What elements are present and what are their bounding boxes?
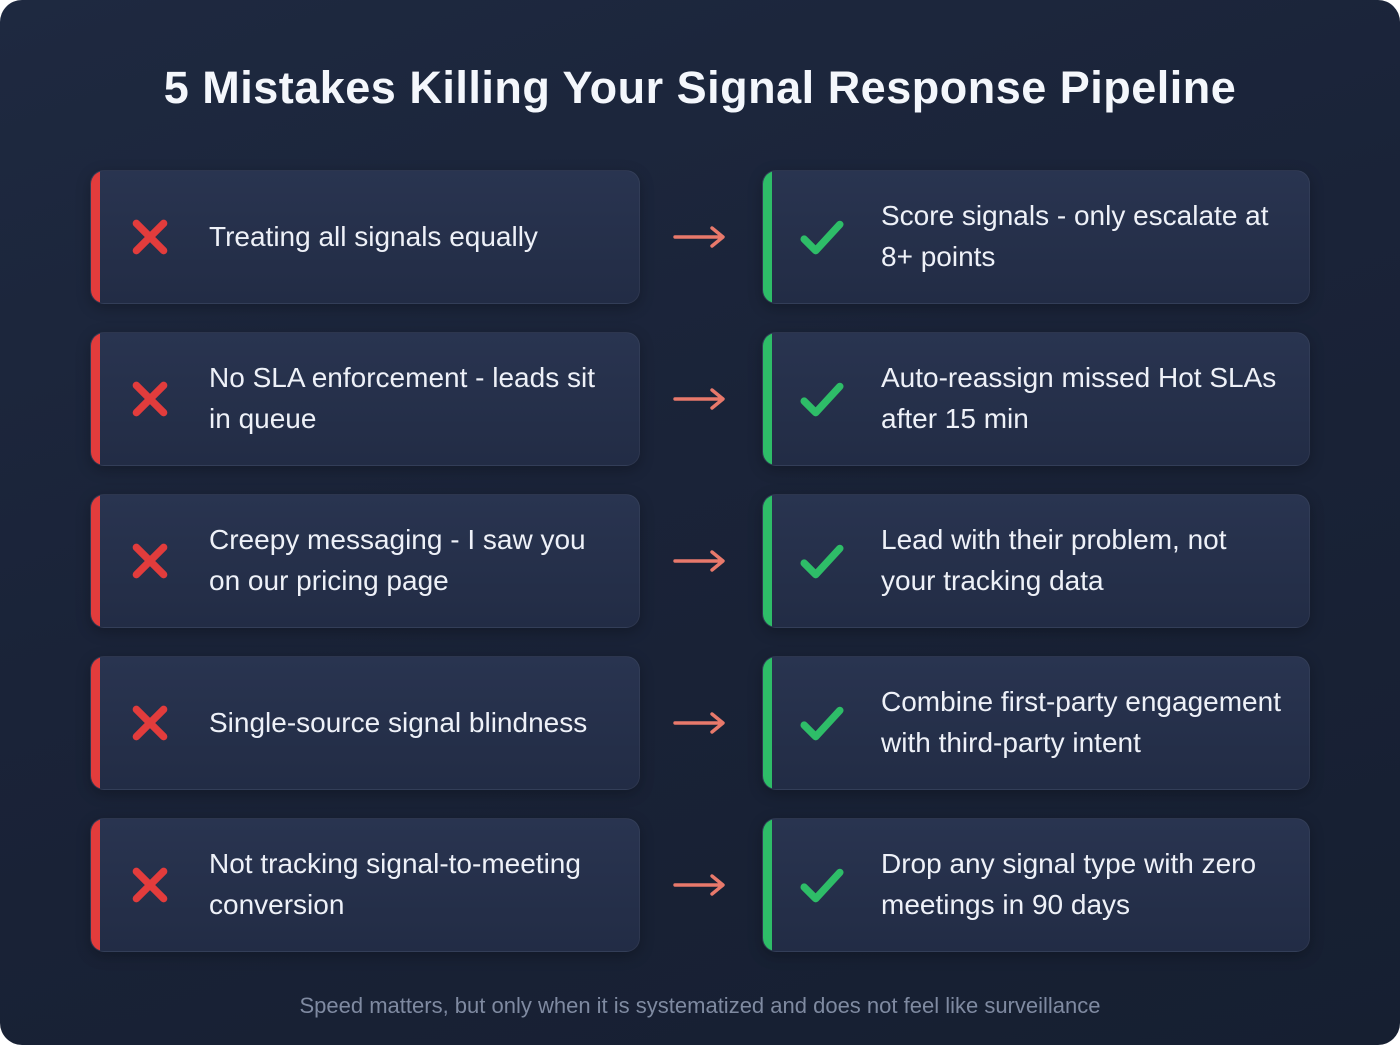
- rows-container: Treating all signals equally Score signa…: [0, 170, 1400, 952]
- check-icon: [763, 540, 881, 582]
- red-accent-bar: [91, 333, 100, 465]
- fix-card: Combine first-party engagement with thir…: [762, 656, 1310, 790]
- fix-text: Lead with their problem, not your tracki…: [881, 524, 1227, 596]
- x-icon: [91, 702, 209, 744]
- green-accent-bar: [763, 333, 772, 465]
- arrow-right-icon: [640, 818, 762, 952]
- fix-card: Auto-reassign missed Hot SLAs after 15 m…: [762, 332, 1310, 466]
- mistake-text: Not tracking signal-to-meeting conversio…: [209, 848, 581, 920]
- page-title: 5 Mistakes Killing Your Signal Response …: [163, 62, 1237, 113]
- mistake-card: Single-source signal blindness: [90, 656, 640, 790]
- green-accent-bar: [763, 495, 772, 627]
- mistake-text: Treating all signals equally: [209, 220, 538, 252]
- fix-card: Score signals - only escalate at 8+ poin…: [762, 170, 1310, 304]
- fix-text: Auto-reassign missed Hot SLAs after 15 m…: [881, 362, 1277, 434]
- pipeline-row: No SLA enforcement - leads sit in queue …: [90, 332, 1310, 466]
- fix-card: Drop any signal type with zero meetings …: [762, 818, 1310, 952]
- arrow-right-icon: [640, 494, 762, 628]
- pipeline-row: Single-source signal blindness Combine f…: [90, 656, 1310, 790]
- mistake-text: No SLA enforcement - leads sit in queue: [209, 362, 595, 434]
- check-icon: [763, 378, 881, 420]
- x-icon: [91, 216, 209, 258]
- x-icon: [91, 378, 209, 420]
- mistake-card: Creepy messaging - I saw you on our pric…: [90, 494, 640, 628]
- fix-text: Score signals - only escalate at 8+ poin…: [881, 200, 1269, 272]
- green-accent-bar: [763, 819, 772, 951]
- green-accent-bar: [763, 171, 772, 303]
- mistake-card: Treating all signals equally: [90, 170, 640, 304]
- arrow-right-icon: [640, 656, 762, 790]
- footer-note: Speed matters, but only when it is syste…: [299, 993, 1101, 1018]
- mistake-card: Not tracking signal-to-meeting conversio…: [90, 818, 640, 952]
- mistake-text: Single-source signal blindness: [209, 706, 588, 738]
- fix-text: Combine first-party engagement with thir…: [881, 686, 1281, 758]
- fix-text: Drop any signal type with zero meetings …: [881, 848, 1257, 920]
- red-accent-bar: [91, 171, 100, 303]
- check-icon: [763, 702, 881, 744]
- arrow-right-icon: [640, 170, 762, 304]
- mistake-text: Creepy messaging - I saw you on our pric…: [209, 524, 586, 596]
- x-icon: [91, 540, 209, 582]
- red-accent-bar: [91, 819, 100, 951]
- arrow-right-icon: [640, 332, 762, 466]
- check-icon: [763, 864, 881, 906]
- pipeline-row: Treating all signals equally Score signa…: [90, 170, 1310, 304]
- red-accent-bar: [91, 657, 100, 789]
- pipeline-row: Not tracking signal-to-meeting conversio…: [90, 818, 1310, 952]
- fix-card: Lead with their problem, not your tracki…: [762, 494, 1310, 628]
- x-icon: [91, 864, 209, 906]
- check-icon: [763, 216, 881, 258]
- pipeline-row: Creepy messaging - I saw you on our pric…: [90, 494, 1310, 628]
- green-accent-bar: [763, 657, 772, 789]
- mistake-card: No SLA enforcement - leads sit in queue: [90, 332, 640, 466]
- red-accent-bar: [91, 495, 100, 627]
